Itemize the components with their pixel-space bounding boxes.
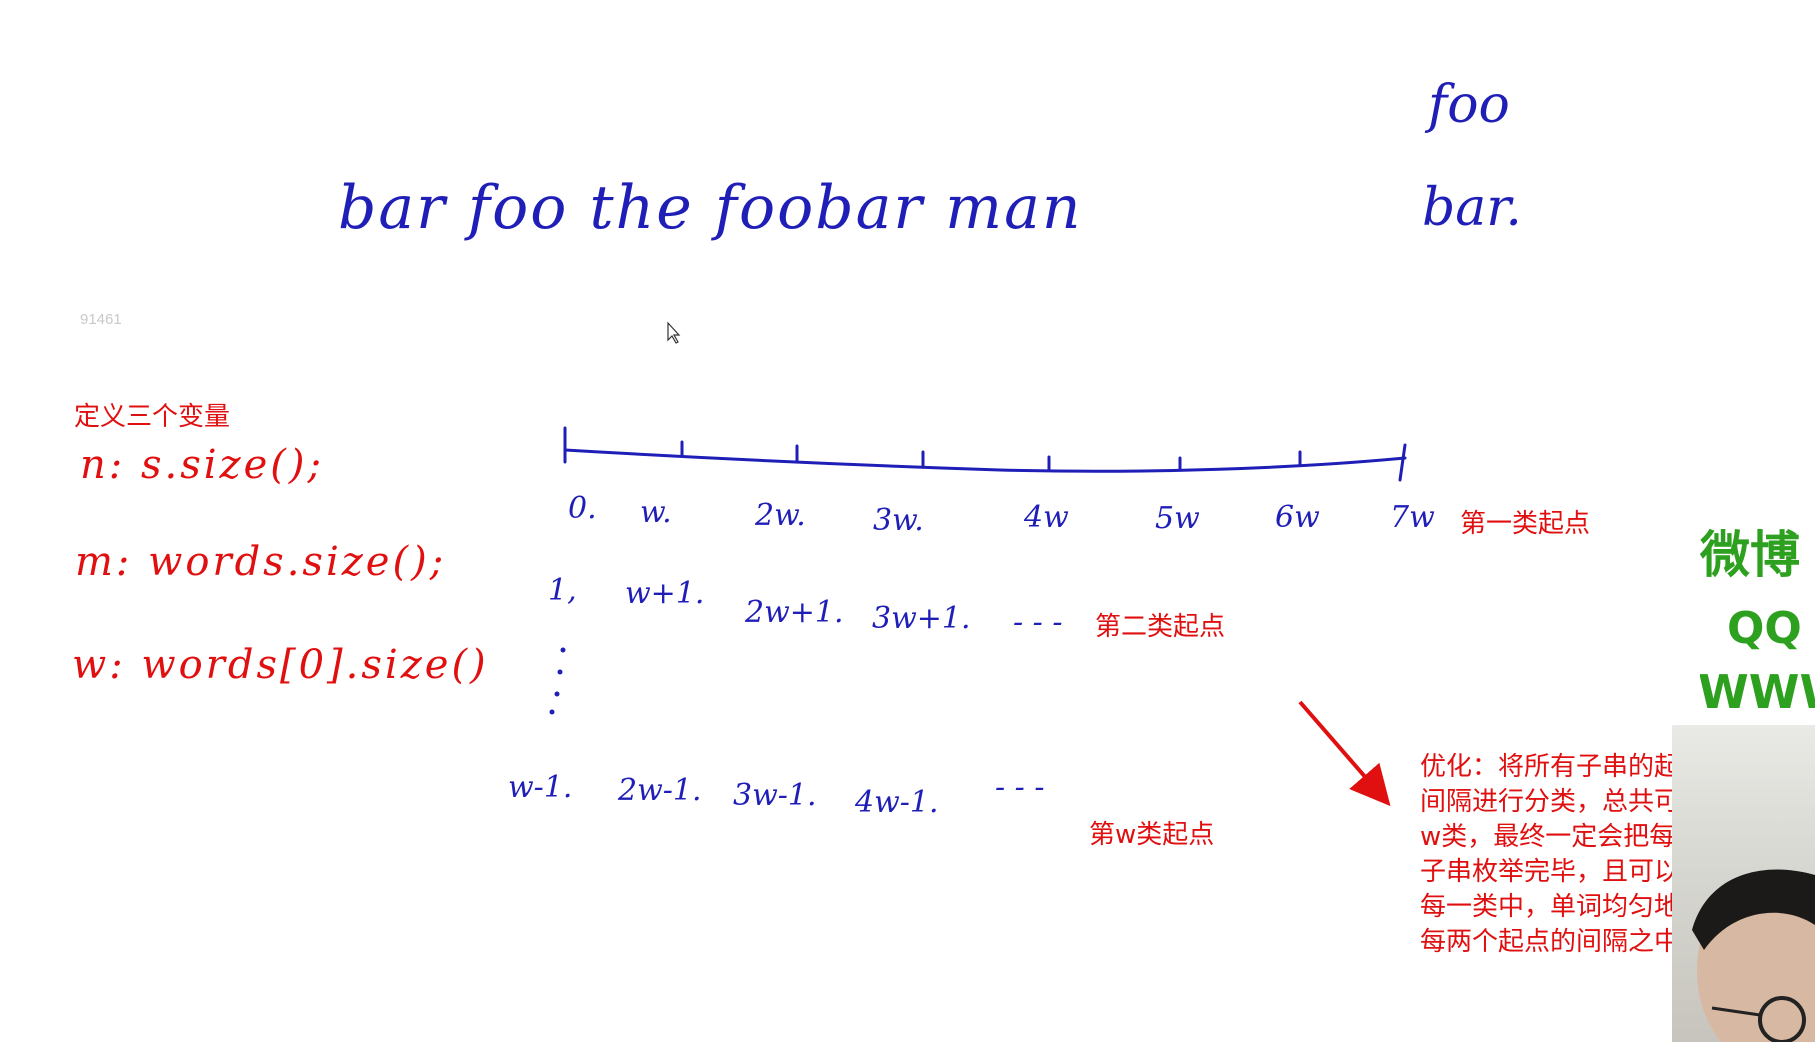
- note-line: 每两个起点的间隔之中。: [1420, 927, 1707, 957]
- number-line: [563, 426, 1407, 482]
- variables-title: 定义三个变量: [74, 402, 231, 432]
- row3-label: 4w-1.: [854, 785, 939, 820]
- mouse-cursor-icon: [667, 321, 681, 344]
- row3-labels: w-1. 2w-1. 3w-1. 4w-1. - - -: [508, 770, 1044, 820]
- top-note-line1: foo: [1424, 75, 1510, 135]
- tick-label: 2w.: [754, 498, 806, 533]
- side-panel-line3: WWW: [1700, 665, 1815, 719]
- variable-m: m: words.size();: [75, 539, 446, 585]
- variable-w: w: words[0].size(): [72, 642, 489, 688]
- tick-label: 5w: [1155, 501, 1200, 536]
- row2-label: - - -: [1013, 605, 1062, 640]
- second-class-label: 第二类起点: [1095, 612, 1226, 642]
- row3-label: 2w-1.: [617, 773, 702, 808]
- variable-n: n: s.size();: [80, 442, 324, 488]
- wth-class-label: 第w类起点: [1089, 820, 1215, 850]
- tick-label: 0.: [568, 491, 597, 526]
- hint-id: 91461: [80, 311, 122, 328]
- row2-label: 1,: [548, 573, 577, 608]
- side-panel-line1: 微博: [1700, 526, 1800, 584]
- tick-label: 3w.: [873, 503, 924, 538]
- side-panel: 微博 QQ WWW: [1700, 515, 1815, 750]
- row3-label: 3w-1.: [733, 778, 817, 813]
- tick-label: 4w: [1023, 500, 1069, 535]
- row3-label: - - -: [995, 770, 1044, 805]
- row3-label: w-1.: [508, 770, 572, 805]
- tick-label: 7w: [1390, 500, 1435, 535]
- row2-label: 3w+1.: [872, 601, 971, 636]
- top-note-line2: bar.: [1422, 178, 1522, 238]
- webcam-overlay: [1672, 725, 1815, 1042]
- tick-label: w.: [640, 495, 672, 530]
- first-class-label: 第一类起点: [1460, 509, 1591, 539]
- tick-labels: 0. w. 2w. 3w. 4w 5w 6w 7w: [568, 491, 1435, 538]
- example-sentence: bar foo the foobar man: [338, 173, 1083, 243]
- row2-label: 2w+1.: [744, 595, 844, 630]
- row2-labels: 1, w+1. 2w+1. 3w+1. - - -: [548, 573, 1062, 640]
- vertical-ellipsis: [549, 647, 566, 715]
- row2-label: w+1.: [625, 576, 704, 611]
- tick-label: 6w: [1275, 500, 1320, 535]
- arrow-icon: [1298, 700, 1391, 807]
- side-panel-line2: QQ: [1727, 603, 1802, 654]
